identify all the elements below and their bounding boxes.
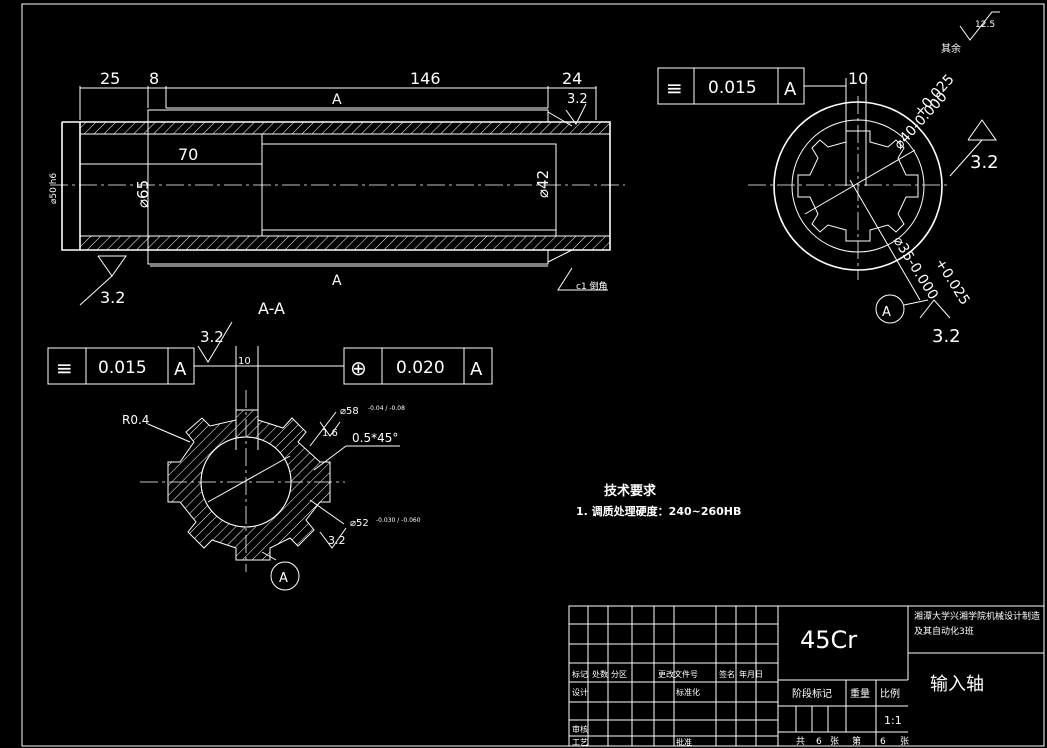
end-view: ≡ 0.015 A 10 ⌀40-0.000 +0.025 ⌀35-0.000 … [657, 67, 999, 347]
roughness-other-mark: 12.5 其余 [941, 11, 1000, 55]
tb-sheet-label: 第 [852, 735, 861, 747]
section-chamfer: 0.5*45° [352, 431, 398, 445]
section-tol1-datum: A [174, 359, 187, 380]
end-roughness-2: 3.2 [932, 326, 961, 347]
section-roughness-top: 3.2 [200, 328, 224, 346]
inner-bore-bottom [80, 229, 556, 237]
section-dia58-tol: -0.04 / -0.08 [368, 405, 405, 412]
section-width-10: 10 [238, 356, 251, 367]
tb-label-nianyueri: 年月日 [739, 669, 763, 679]
datum-a-top: A [332, 92, 342, 108]
section-dia52: ⌀52 [350, 518, 369, 529]
tb-school: 湘潭大学兴湘学院机械设计制造及其自动化3班 [914, 612, 1041, 637]
tb-label-biaozhunhua: 标准化 [676, 687, 700, 697]
tb-sheet-unit: 张 [900, 736, 909, 747]
end-mid-circle [791, 119, 925, 253]
tb-label-shenhe: 审核 [572, 724, 588, 734]
end-roughness-1-symbol [967, 119, 997, 141]
main-view: 25 8 146 24 A A 70 ⌀65 ⌀42 ⌀50 h6 3.2 3.… [49, 69, 625, 318]
tb-label-biaoji: 标记 [572, 669, 588, 679]
section-bore-circle [200, 436, 292, 528]
section-datum-circle [270, 561, 300, 591]
left-shoulder [61, 121, 81, 251]
title-block: 标记 处数 分区 更改文件号 签名 年月日 设计 标准化 阶段标记 重量 比例 … [568, 605, 1045, 747]
section-view: 3.2 ≡ 0.015 A 10 ⊕ 0.020 A R0.4 ⌀58 -0.0… [47, 321, 493, 591]
dim-phi50: ⌀50 h6 [49, 173, 59, 204]
roughness-other-label: 其余 [941, 42, 961, 55]
tb-label-sheji: 设计 [572, 687, 588, 697]
tb-sheets-total: 6 [816, 737, 822, 747]
section-tol2-symbol: ⊕ [350, 356, 367, 380]
tech-requirements: 技术要求 1. 调质处理硬度：240~260HB [576, 483, 741, 518]
roughness-other-value: 12.5 [975, 20, 995, 30]
spline-bottom [147, 249, 549, 265]
section-roughness-16: 1.6 [322, 428, 338, 439]
tb-label-gaiwenjian: 更改文件号 [658, 669, 698, 679]
end-width-10: 10 [848, 69, 868, 88]
tb-label-bili: 比例 [880, 687, 900, 700]
section-dia58: ⌀58 [340, 406, 359, 417]
tb-label-chushu: 处数 [592, 669, 608, 679]
tb-label-gongyi: 工艺 [572, 738, 588, 747]
dim-24: 24 [562, 69, 582, 88]
dim-phi42: ⌀42 [534, 170, 552, 198]
upper-wall-hatch [79, 121, 611, 135]
end-datum-letter: A [882, 305, 891, 320]
section-roughness-32: 3.2 [328, 534, 346, 547]
shaft-outline [80, 121, 611, 251]
end-spline-profile [797, 130, 919, 242]
dim-8: 8 [149, 69, 159, 88]
section-radius: R0.4 [122, 413, 149, 427]
section-spline-hatch [167, 409, 331, 561]
end-tol-datum: A [784, 79, 797, 100]
tb-part-name: 输入轴 [930, 674, 984, 695]
end-tol-value: 0.015 [708, 78, 757, 98]
lower-wall-hatch [79, 235, 611, 251]
section-tol1-value: 0.015 [98, 358, 147, 378]
section-tol2-frame [343, 347, 493, 385]
tech-title: 技术要求 [604, 483, 657, 499]
tb-label-qianming: 签名 [719, 669, 735, 679]
roughness-right-top: 3.2 [567, 92, 588, 107]
tb-label-jieduan: 阶段标记 [792, 687, 832, 700]
tb-sheets-total-label: 共 [796, 736, 805, 747]
roughness-left: 3.2 [100, 288, 125, 307]
tb-label-pizhun: 批准 [676, 737, 692, 747]
tb-sheet-num: 6 [880, 737, 886, 747]
roughness-left-symbol [97, 255, 127, 277]
section-dia52-tol: -0.030 / -0.060 [376, 517, 421, 524]
section-tol2-value: 0.020 [396, 358, 445, 378]
section-datum-letter: A [279, 571, 288, 586]
dim-70: 70 [178, 145, 198, 164]
end-tol-symbol: ≡ [666, 76, 683, 100]
dim-25: 25 [100, 69, 120, 88]
tb-label-zhongliang: 重量 [850, 687, 870, 700]
section-tol1-symbol: ≡ [56, 356, 73, 380]
section-roughness-top-symbol [197, 321, 233, 363]
chamfer-note: c1 倒角 [576, 280, 608, 292]
tb-material: 45Cr [800, 626, 857, 654]
drawing-border [21, 3, 1045, 747]
section-tol2-datum: A [470, 359, 483, 380]
dim-146: 146 [410, 69, 441, 88]
end-dia-lower-tol: +0.025 [932, 256, 973, 308]
tech-item-1: 1. 调质处理硬度：240~260HB [576, 504, 741, 518]
end-datum-circle [875, 294, 905, 324]
tb-label-fenqu: 分区 [611, 670, 627, 679]
spline-top [147, 109, 549, 123]
end-outer-circle [773, 101, 943, 271]
dim-phi65: ⌀65 [134, 180, 152, 208]
tb-scale: 1:1 [884, 714, 902, 727]
datum-a-bottom: A [332, 273, 342, 289]
tb-sheets-unit: 张 [830, 736, 839, 747]
section-label: A-A [258, 299, 285, 318]
end-roughness-1: 3.2 [970, 152, 999, 173]
